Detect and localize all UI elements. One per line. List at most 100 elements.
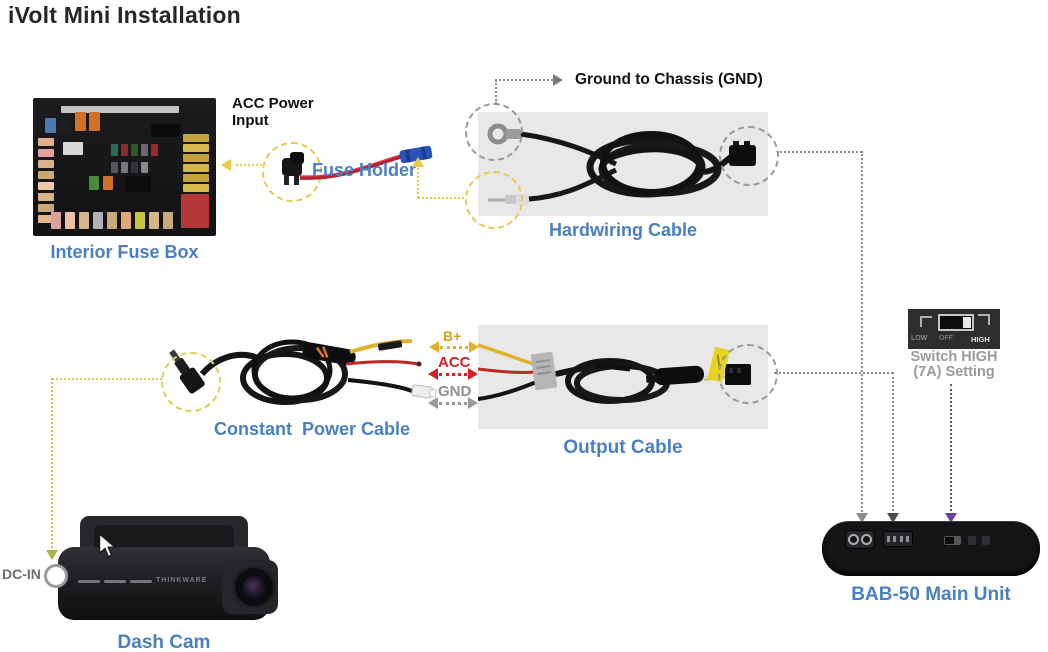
fuse-element (183, 174, 209, 182)
output-connector-circle (718, 344, 778, 404)
page-title: iVolt Mini Installation (8, 2, 241, 28)
main-unit-output-port (883, 531, 913, 547)
switch-slider-frame (938, 314, 974, 331)
fuse-element (93, 212, 103, 229)
fuse-element (111, 162, 118, 173)
dashcam-lens-ring (232, 565, 276, 609)
fuse-box-photo (33, 98, 216, 236)
fuse-holder-label: Fuse Holder (312, 160, 417, 180)
acc-tag: ACC (438, 354, 471, 371)
dashcam-brand: THINKWARE (156, 577, 208, 584)
fuse-element (183, 154, 209, 162)
fuse-element (45, 118, 56, 133)
switch-knob (963, 317, 971, 328)
output-to-unit-vline (892, 372, 894, 515)
fuse-element (111, 144, 118, 156)
hardwiring-connector-circle (719, 126, 779, 186)
fuse-element (151, 144, 158, 156)
fuse-holder-highlight-circle (262, 142, 322, 202)
fuse-element (38, 193, 54, 201)
hardwiring-to-unit-hline (777, 151, 862, 153)
main-unit-input-port (845, 530, 875, 549)
ground-vline (495, 80, 497, 104)
dc-plug-circle (161, 352, 221, 412)
dc-in-port (44, 564, 68, 588)
dashcam-vent-2 (104, 580, 126, 583)
output-label: Output Cable (563, 437, 683, 458)
fuse-element (103, 176, 113, 190)
fuse-element (125, 176, 151, 192)
fuse-element (59, 118, 69, 133)
fuse-element (89, 176, 99, 190)
dashcam-label: Dash Cam (117, 632, 211, 652)
main-unit-photo (822, 521, 1040, 576)
fuse-holder-photo (282, 145, 433, 185)
plug-to-dcin-hline (52, 378, 162, 380)
fuse-element (121, 144, 128, 156)
ground-label: Ground to Chassis (GND) (575, 71, 763, 88)
fuse-element (131, 162, 138, 173)
fuse-element (131, 144, 138, 156)
fuse-element (38, 215, 54, 223)
fuse-element (38, 171, 54, 179)
fuse-element (65, 212, 75, 229)
dashcam-vent-1 (78, 580, 100, 583)
fuse-element (141, 144, 148, 156)
fuse-element (79, 212, 89, 229)
fuse-element (61, 106, 179, 113)
hardwiring-to-unit-arrow (856, 513, 868, 523)
main-unit-label: BAB-50 Main Unit (851, 584, 1011, 605)
switch-off-label: OFF (939, 335, 953, 342)
switch-low-label: LOW (911, 335, 928, 342)
fuse-element (183, 144, 209, 152)
b-plus-tag: B+ (443, 328, 462, 344)
fuse-holder-to-fusebox-arrow (221, 159, 231, 171)
switch-photo: LOW OFF HIGH (908, 309, 1000, 349)
switch-caption-line2: (7A) Setting (913, 364, 995, 380)
fuse-holder-to-fusebox-line (236, 164, 262, 166)
main-unit-mark-2 (982, 536, 990, 545)
pin-to-fuseholder-vline (417, 168, 419, 198)
fuse-element (135, 212, 145, 229)
fuse-element (63, 142, 83, 155)
plug-to-dcin-arrow (46, 550, 58, 560)
ring-terminal-circle (465, 103, 523, 161)
fuse-element (75, 112, 86, 131)
fuse-element (183, 184, 209, 192)
fuse-element (183, 164, 209, 172)
fuse-element (38, 138, 54, 146)
plug-to-dcin-vline (51, 378, 53, 552)
output-to-unit-arrow (887, 513, 899, 523)
acc-power-line2: Input (232, 112, 269, 129)
dc-in-label: DC-IN (2, 566, 41, 582)
dashcam-vent-3 (130, 580, 152, 583)
fuse-element (89, 112, 100, 131)
hardwiring-label: Hardwiring Cable (548, 220, 698, 240)
hardwiring-to-unit-vline (861, 151, 863, 515)
pin-terminal-circle (465, 171, 523, 229)
fuse-element (181, 194, 209, 228)
fuse-element (51, 212, 61, 229)
constant-power-label: Constant Power Cable (214, 419, 411, 439)
acc-power-line1: ACC Power (232, 95, 314, 112)
fuse-element (151, 124, 181, 137)
fuse-box-label: Interior Fuse Box (50, 242, 199, 262)
switch-bracket-right (978, 314, 990, 325)
fuse-element (38, 204, 54, 212)
switch-to-unit-vline (950, 384, 952, 515)
fuse-element (38, 149, 54, 157)
ground-arrow (553, 74, 563, 86)
switch-caption-line1: Switch HIGH (910, 349, 998, 365)
mouse-cursor-icon (98, 533, 117, 558)
fuse-element (183, 134, 209, 142)
switch-caption: Switch HIGH (7A) Setting (905, 350, 1003, 380)
fuse-element (121, 212, 131, 229)
b-plus-arrow (429, 341, 479, 353)
fuse-element (149, 212, 159, 229)
gnd-arrow (428, 397, 478, 409)
acc-power-input-label: ACC Power Input (232, 95, 314, 129)
output-to-unit-hline (774, 372, 893, 374)
switch-bracket-left (920, 316, 932, 327)
dashcam-lens (243, 576, 265, 598)
